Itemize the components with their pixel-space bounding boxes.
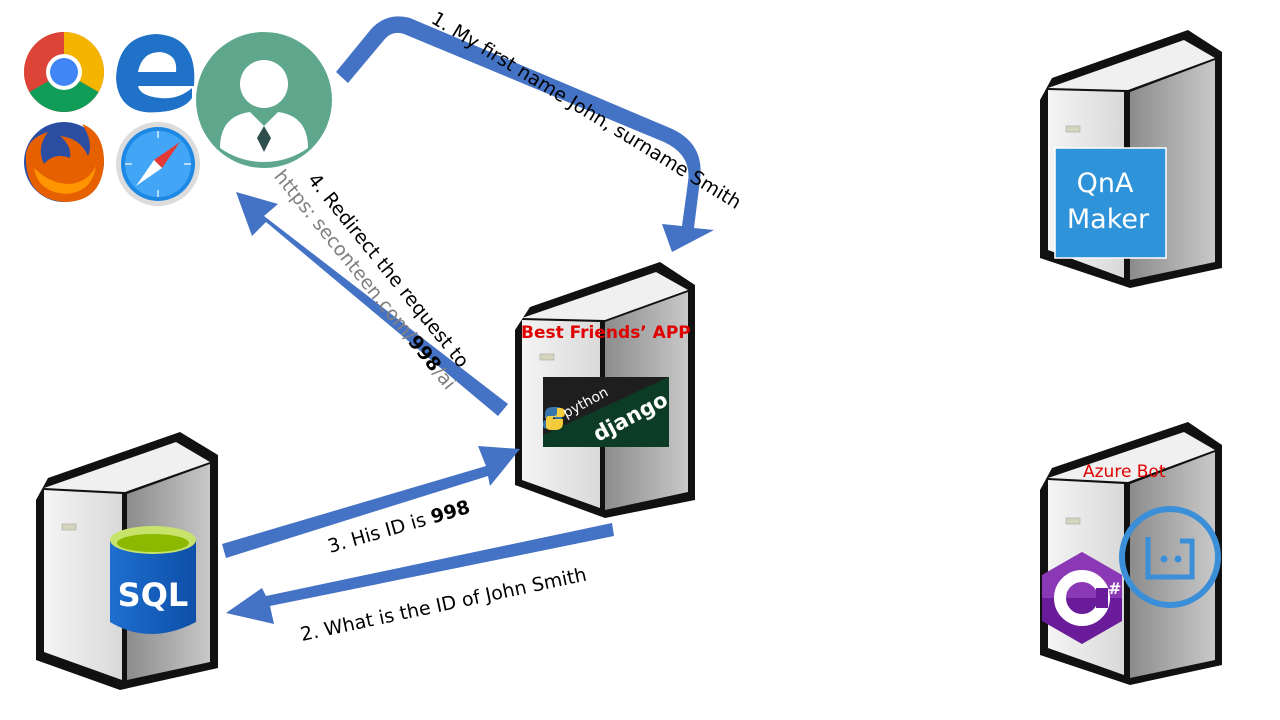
arrow-step4	[236, 192, 508, 416]
qna-line1: QnA	[1077, 168, 1134, 199]
csharp-sharp: #	[1108, 579, 1121, 598]
python-django-logo: python django	[543, 377, 672, 447]
arrow-step3	[222, 446, 520, 558]
arrow-step1	[336, 16, 714, 253]
safari-icon	[116, 122, 200, 206]
qna-line2: Maker	[1067, 204, 1150, 235]
step4-label-group: 4. Redirect the request to https: secont…	[269, 166, 473, 394]
firefox-icon	[24, 122, 104, 202]
app-server-label: Best Friends’ APP	[521, 323, 691, 343]
step3-id: 998	[428, 496, 472, 528]
flow-arrows	[222, 16, 714, 624]
sql-database-icon: SQL	[110, 526, 196, 634]
step4-url-prefix: https: seconteen.com/	[269, 166, 420, 346]
python-logo-icon	[543, 407, 565, 430]
step1-label: 1. My first name John, surname Smith	[427, 8, 745, 214]
step4-url: https: seconteen.com/998/ai	[269, 166, 460, 394]
bot-service-icon	[1119, 506, 1221, 608]
bot-server-label: Azure Bot	[1083, 462, 1166, 482]
csharp-icon: #	[1042, 552, 1122, 644]
edge-icon	[116, 34, 195, 113]
sql-label: SQL	[118, 576, 189, 614]
arrow-step2	[226, 523, 614, 624]
chrome-icon	[24, 32, 104, 112]
user-avatar-icon	[196, 32, 332, 168]
qna-maker-box: QnA Maker	[1054, 147, 1167, 259]
step2-label: 2. What is the ID of John Smith	[298, 564, 588, 646]
step3-label: 3. His ID is 998	[325, 496, 472, 558]
